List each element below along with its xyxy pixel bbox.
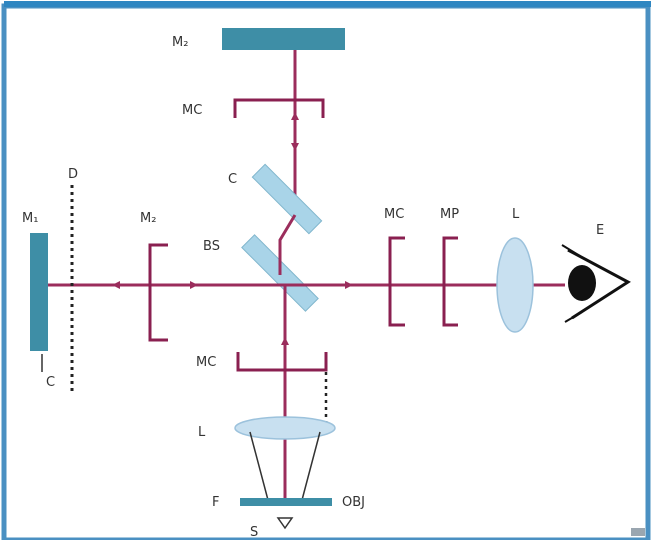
mask-mp xyxy=(442,236,458,327)
mask-mc-bottom xyxy=(236,352,328,372)
ray xyxy=(301,431,321,501)
beam-arrow xyxy=(112,281,120,289)
mirror-m1 xyxy=(30,233,48,351)
ray xyxy=(249,431,269,501)
label-s: S xyxy=(250,525,258,540)
diagram-frame xyxy=(1,3,651,540)
label-c: C xyxy=(228,172,237,187)
label-mp: MP xyxy=(440,207,459,222)
label-m1: M₁ xyxy=(22,211,38,226)
beam-arrow xyxy=(190,281,198,289)
mask-mc-right xyxy=(388,236,405,327)
eye-icon xyxy=(561,244,631,323)
label-mc-top: MC xyxy=(182,103,202,118)
beam-arrow xyxy=(291,143,299,151)
lens-l-bottom xyxy=(234,416,336,440)
label-d-left: D xyxy=(68,167,78,182)
compensator-c xyxy=(251,163,323,235)
label-m2-left: M₂ xyxy=(140,211,156,226)
beam-arrow xyxy=(291,112,299,120)
label-bs: BS xyxy=(203,239,220,254)
label-c-small: C xyxy=(46,375,55,390)
scroll-corner xyxy=(631,528,645,536)
label-l-bottom: L xyxy=(198,425,206,440)
label-f: F xyxy=(212,495,219,510)
object-plate xyxy=(240,498,332,506)
label-mc-bottom: MC xyxy=(196,355,216,370)
label-e: E xyxy=(596,223,604,238)
label-l-right: L xyxy=(512,207,520,222)
beam-arrow xyxy=(281,337,289,345)
label-mc-right: MC xyxy=(384,207,404,222)
label-m2: M₂ xyxy=(172,35,188,50)
beam-arrow xyxy=(345,281,353,289)
mirror-m2 xyxy=(222,28,345,50)
label-obj: OBJ xyxy=(342,495,365,510)
lens-l-right xyxy=(496,237,534,333)
mask-mc-top xyxy=(233,98,325,118)
mask-left xyxy=(148,243,168,342)
source-arrow-icon xyxy=(276,517,294,530)
beam-kink xyxy=(278,214,297,275)
